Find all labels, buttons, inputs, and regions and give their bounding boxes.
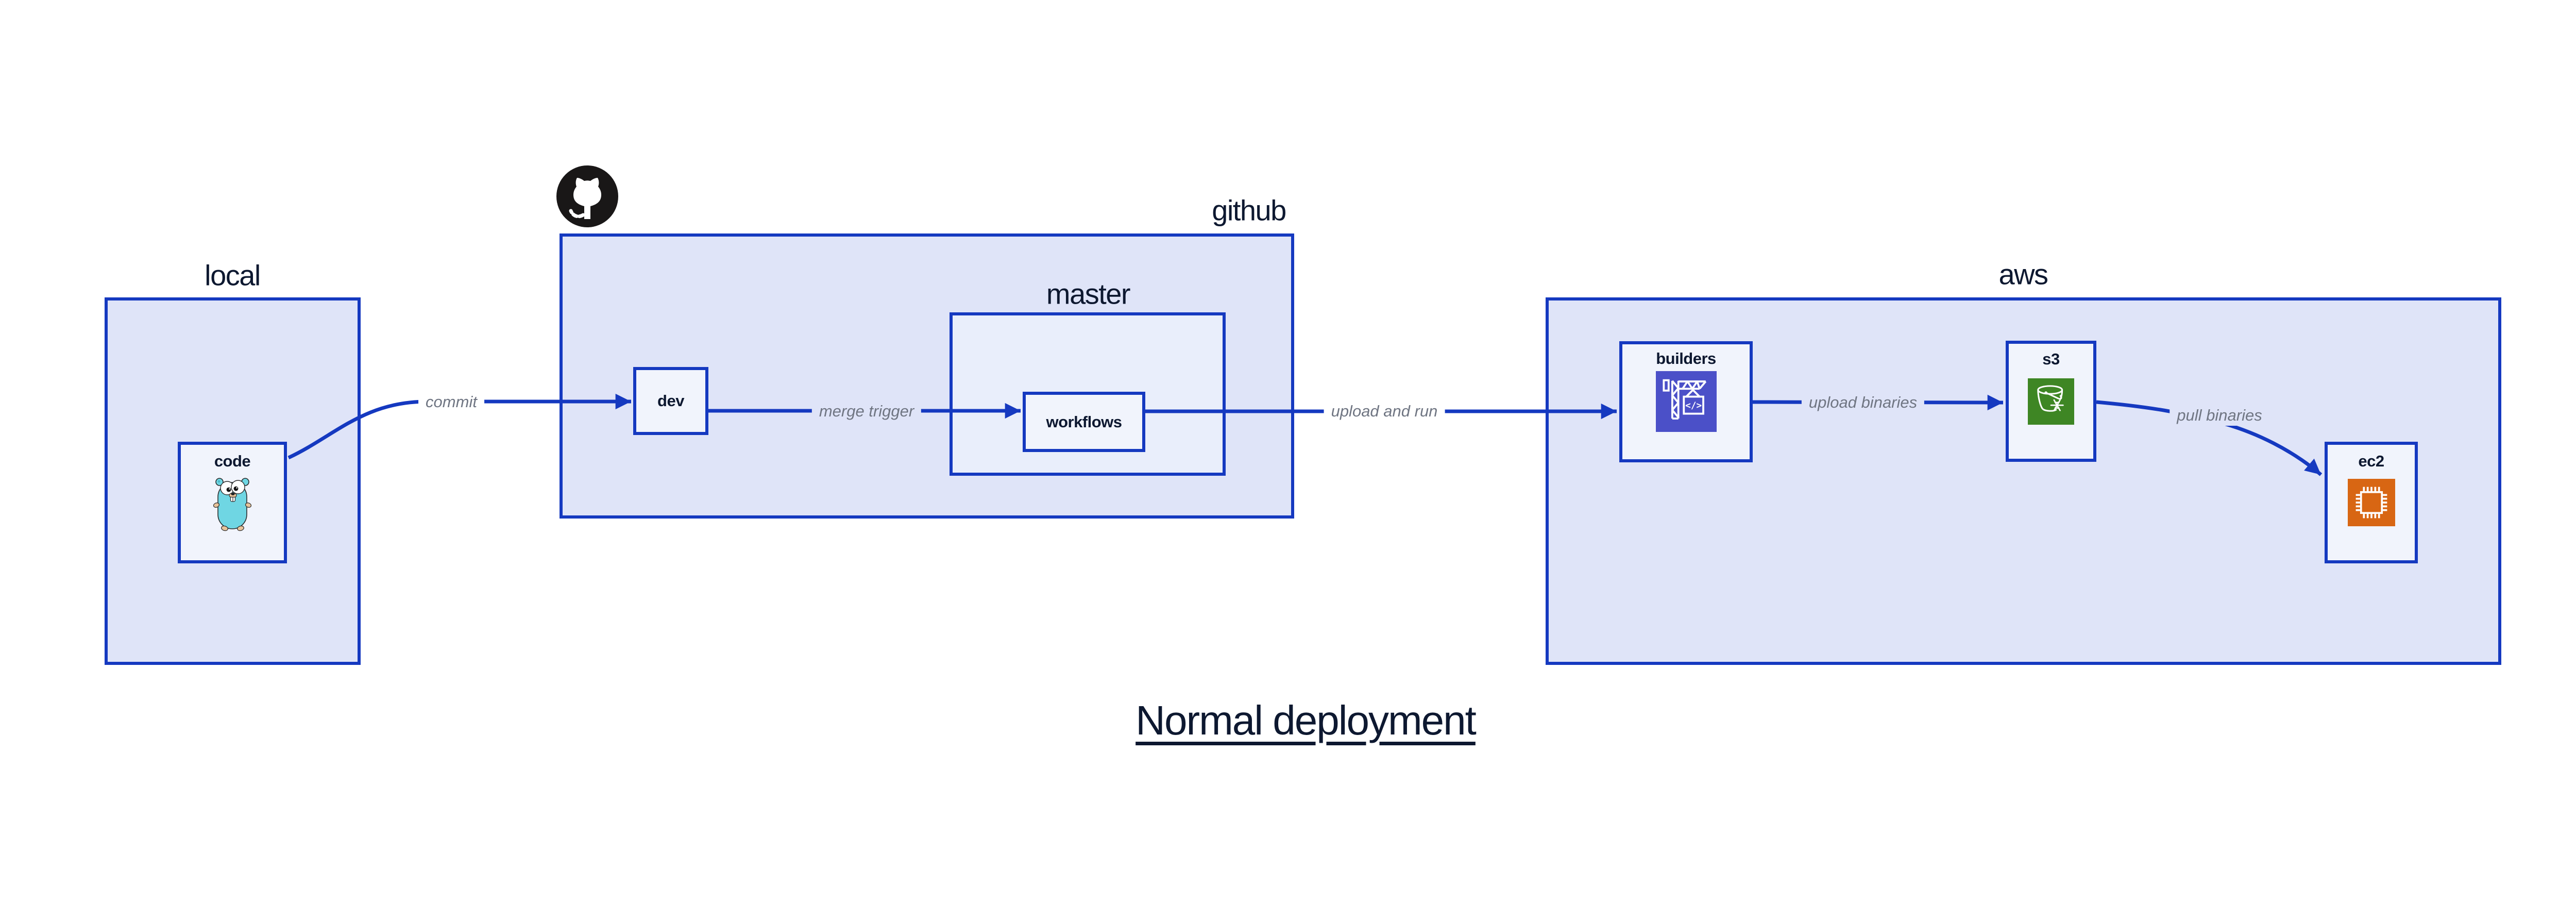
s3-node-label: s3	[2042, 350, 2060, 368]
dev-branch-label: dev	[657, 392, 684, 410]
builders-node-label: builders	[1656, 349, 1716, 368]
workflows-node-label: workflows	[1046, 412, 1122, 431]
upload-and-run-edge-label: upload and run	[1324, 401, 1445, 422]
aws-s3-glacier-icon	[2028, 378, 2074, 425]
upload-binaries-edge-label: upload binaries	[1801, 392, 1925, 413]
commit-edge-label: commit	[418, 392, 484, 412]
merge-trigger-edge-label: merge trigger	[811, 401, 922, 422]
diagram-title: Normal deployment	[1136, 697, 1477, 743]
aws-container-label: aws	[1998, 258, 2048, 291]
code-node-box: code	[178, 442, 287, 563]
s3-node-box: s3	[2006, 341, 2096, 462]
github-container-label: github	[1212, 194, 1286, 227]
go-gopher-icon	[213, 478, 252, 531]
local-container-label: local	[205, 259, 261, 292]
pull-binaries-edge-label: pull binaries	[2170, 405, 2269, 426]
svg-text:</>: </>	[1685, 401, 1702, 411]
dev-branch-box: dev	[633, 367, 708, 435]
aws-ec2-icon	[2347, 479, 2395, 526]
master-branch-label: master	[1046, 277, 1131, 310]
commit-arrow	[287, 393, 631, 460]
workflows-node-box: workflows	[1023, 392, 1145, 452]
github-octocat-logo-icon	[556, 165, 618, 227]
ec2-node-box: ec2	[2325, 442, 2418, 563]
ec2-node-label: ec2	[2358, 452, 2384, 470]
aws-codebuild-icon: </>	[1655, 371, 1717, 432]
code-node-label: code	[214, 452, 251, 470]
builders-node-box: builders </>	[1619, 341, 1753, 462]
